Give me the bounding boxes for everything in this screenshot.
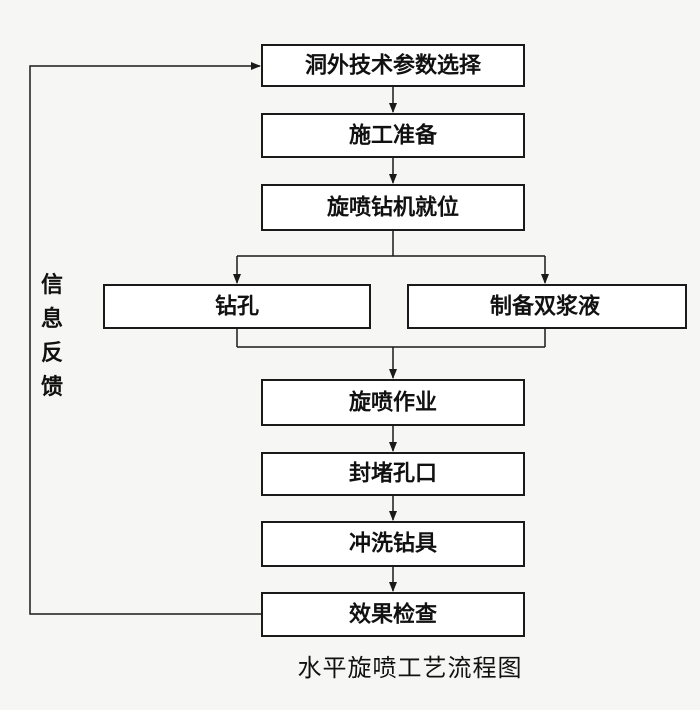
feedback-label-char-3: 反 bbox=[41, 341, 63, 366]
step-9-label: 效果检查 bbox=[349, 602, 437, 628]
step-1: 洞外技术参数选择 bbox=[261, 44, 525, 87]
step-5-box bbox=[407, 284, 687, 329]
step-4-label: 钻孔 bbox=[215, 294, 259, 320]
feedback-label-char-4: 馈 bbox=[41, 374, 63, 400]
step-3-box bbox=[261, 184, 525, 231]
step-8-label: 冲洗钻具 bbox=[349, 531, 437, 557]
step-2-label: 施工准备 bbox=[349, 123, 438, 149]
step-3-label: 旋喷钻机就位 bbox=[327, 195, 459, 221]
step-7: 封堵孔口 bbox=[261, 452, 525, 496]
connectors bbox=[29, 62, 549, 615]
step-9-box bbox=[261, 592, 525, 637]
step-2: 施工准备 bbox=[261, 113, 525, 158]
step-8-box bbox=[261, 521, 525, 567]
step-6-box bbox=[261, 379, 525, 426]
feedback-loop-line bbox=[29, 62, 262, 615]
step-8: 冲洗钻具 bbox=[261, 521, 525, 567]
step-1-box bbox=[261, 44, 525, 87]
step-7-box bbox=[261, 452, 525, 496]
step-4-box bbox=[103, 284, 371, 329]
step-5: 制备双浆液 bbox=[407, 284, 687, 329]
step-5-label: 制备双浆液 bbox=[490, 294, 600, 320]
step-2-box bbox=[261, 113, 525, 158]
feedback-label-char-2: 息 bbox=[41, 306, 63, 332]
step-7-label: 封堵孔口 bbox=[349, 461, 437, 487]
step-3: 旋喷钻机就位 bbox=[261, 184, 525, 231]
step-9: 效果检查 bbox=[261, 592, 525, 637]
step-6-label: 旋喷作业 bbox=[349, 390, 437, 416]
feedback-label: 信 息 反 馈 bbox=[41, 272, 63, 400]
step-4: 钻孔 bbox=[103, 284, 371, 329]
step-1-label: 洞外技术参数选择 bbox=[305, 53, 482, 79]
diagram-caption: 水平旋喷工艺流程图 bbox=[298, 654, 523, 682]
step-6: 旋喷作业 bbox=[261, 379, 525, 426]
feedback-label-char-1: 信 bbox=[41, 272, 63, 298]
